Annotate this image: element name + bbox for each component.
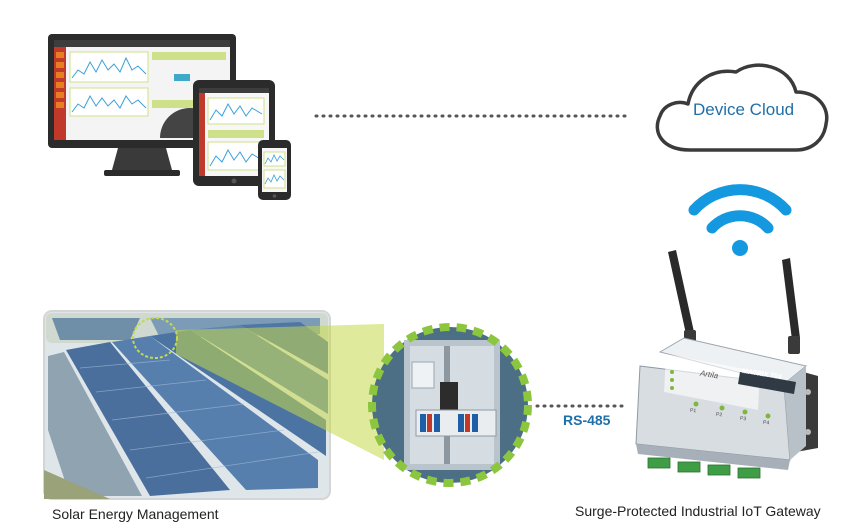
wifi-icon (688, 184, 792, 256)
iot-gateway-device (635, 250, 818, 479)
zoom-beam (176, 324, 384, 460)
device-cloud-label: Device Cloud (693, 100, 795, 119)
gateway-port-p1: P1 (689, 407, 697, 415)
gateway-port-p3: P3 (739, 415, 747, 423)
gateway-port-p4: P4 (762, 419, 770, 427)
rs485-label: RS-485 (563, 412, 611, 428)
gateway-port-p2: P2 (715, 411, 723, 419)
smartphone-icon (258, 140, 291, 200)
antenna-icon (782, 258, 800, 354)
gateway-caption: Surge-Protected Industrial IoT Gateway (575, 503, 821, 519)
tablet-icon (193, 80, 275, 186)
antenna-icon (668, 250, 696, 348)
solar-caption: Solar Energy Management (52, 506, 219, 522)
cloud-icon (655, 63, 829, 152)
junction-box-photo (368, 323, 532, 487)
